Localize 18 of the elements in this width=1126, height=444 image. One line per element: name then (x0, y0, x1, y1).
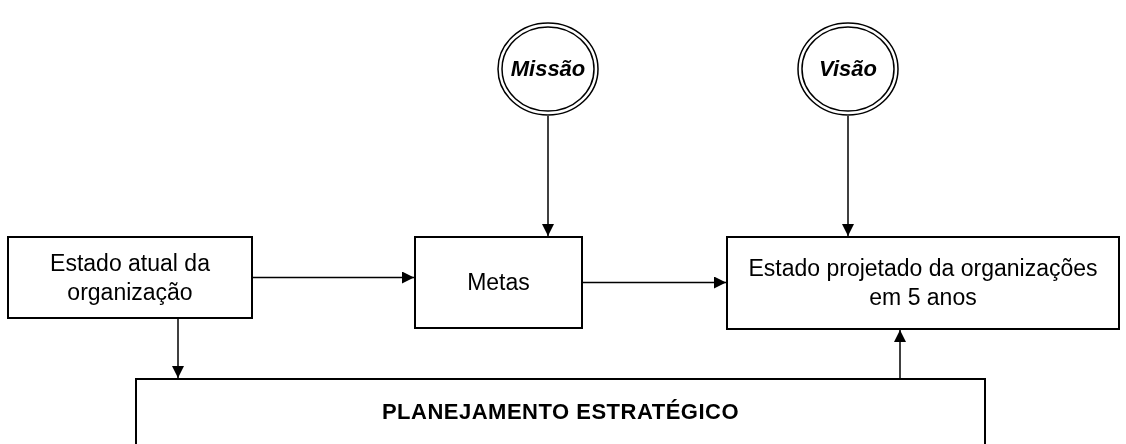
process-box (414, 236, 583, 329)
process-box (135, 378, 986, 444)
node-label: Estado atual da organização (49, 248, 211, 307)
arrow (542, 115, 554, 237)
node-label: Missão (510, 55, 586, 83)
node-label: Metas (466, 268, 531, 297)
node-label: PLANEJAMENTO ESTRATÉGICO (381, 398, 740, 426)
process-box (7, 236, 253, 319)
node-label: Visão (819, 55, 877, 83)
arrow (894, 329, 906, 379)
double-ellipse (497, 22, 599, 116)
process-box (726, 236, 1120, 330)
double-ellipse (797, 22, 899, 116)
arrow (842, 115, 854, 237)
arrow (172, 318, 184, 379)
node-label: Estado projetado da organizações em 5 anos (747, 254, 1099, 312)
arrow (252, 271, 415, 284)
arrow (582, 276, 727, 289)
